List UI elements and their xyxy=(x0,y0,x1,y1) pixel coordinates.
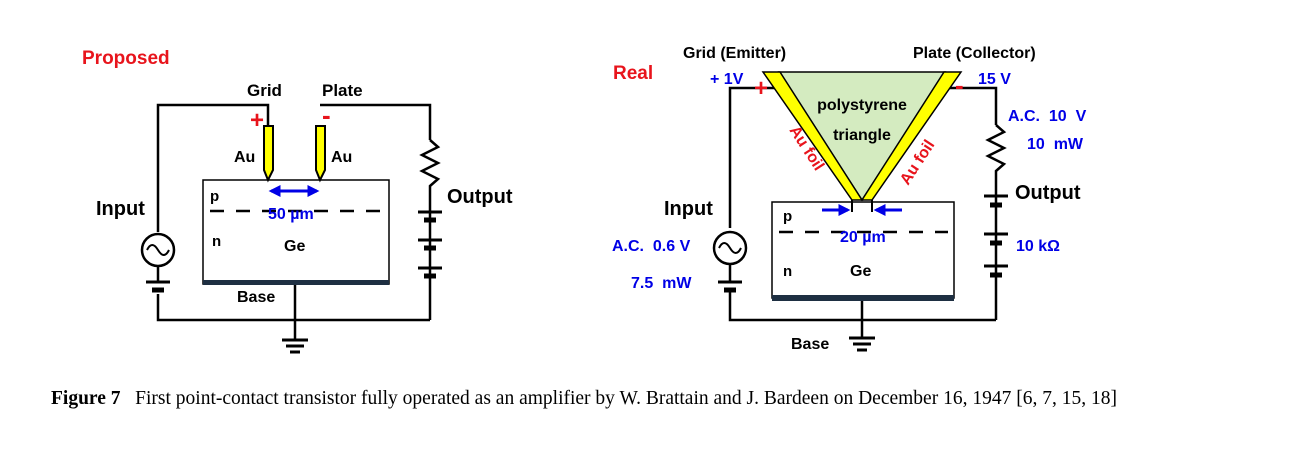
base-plate xyxy=(203,280,389,285)
au-right-label: Au xyxy=(331,149,352,166)
minus-sign: - xyxy=(955,70,964,100)
p-label: p xyxy=(210,188,219,205)
real-title: Real xyxy=(613,63,653,84)
plus-sign: + xyxy=(250,107,264,134)
grid-label: Grid xyxy=(247,81,282,100)
plate-probe xyxy=(315,125,326,183)
real-circuit: Real Grid (Emitter) Plate (Collector) + … xyxy=(612,45,1087,353)
transistor-diagram: Proposed Grid Plate + - Au Au p n 50 µm … xyxy=(82,45,1087,354)
input-wire xyxy=(728,86,779,228)
n-label: n xyxy=(783,263,792,280)
input-power: 7.5 mW xyxy=(631,275,692,292)
base-plate xyxy=(772,295,954,301)
bottom-wire xyxy=(156,294,430,322)
grid-voltage: + 1V xyxy=(710,71,744,88)
gap-label: 20 µm xyxy=(840,229,886,246)
germanium-block xyxy=(771,201,955,299)
output-label: Output xyxy=(447,186,513,208)
ac-source-symbol xyxy=(140,232,176,293)
base-label: Base xyxy=(791,336,829,353)
n-label: n xyxy=(212,233,221,250)
figure-caption: Figure 7 First point-contact transistor … xyxy=(51,386,1281,412)
grid-emitter-label: Grid (Emitter) xyxy=(683,45,786,62)
minus-sign: - xyxy=(322,100,331,130)
proposed-title: Proposed xyxy=(82,48,170,69)
ge-label: Ge xyxy=(850,263,871,280)
resistance-label: 10 kΩ xyxy=(1016,238,1060,255)
ac-source-symbol xyxy=(712,230,748,293)
proposed-circuit: Proposed Grid Plate + - Au Au p n 50 µm … xyxy=(82,48,513,354)
triangle-label-1: polystyrene xyxy=(817,97,907,114)
ground-symbol xyxy=(849,336,875,352)
plate-collector-label: Plate (Collector) xyxy=(913,45,1036,62)
grid-probe xyxy=(263,125,274,183)
au-left-label: Au xyxy=(234,149,255,166)
triangle-label-2: triangle xyxy=(833,127,891,144)
resistor-symbol xyxy=(419,139,441,196)
figure-label: Figure 7 xyxy=(51,388,121,409)
ge-label: Ge xyxy=(284,238,305,255)
input-label: Input xyxy=(96,198,145,220)
ac-output-voltage: A.C. 10 V xyxy=(1008,108,1087,125)
plate-voltage: 15 V xyxy=(978,71,1011,88)
resistor-symbol xyxy=(985,124,1007,180)
ground-symbol xyxy=(282,338,308,354)
germanium-block xyxy=(202,179,390,285)
figure-caption-text: First point-contact transistor fully ope… xyxy=(135,388,1117,409)
input-label: Input xyxy=(664,198,713,220)
ac-input-voltage: A.C. 0.6 V xyxy=(612,238,691,255)
output-wire xyxy=(320,103,432,140)
bottom-wire xyxy=(728,292,996,322)
output-label: Output xyxy=(1015,182,1081,204)
gap-label: 50 µm xyxy=(268,206,314,223)
battery-stack xyxy=(984,180,1008,286)
plate-label: Plate xyxy=(322,81,363,100)
p-label: p xyxy=(783,208,792,225)
base-label: Base xyxy=(237,289,275,306)
battery-stack xyxy=(418,196,442,290)
output-wire xyxy=(945,86,998,125)
plus-sign: + xyxy=(754,75,768,102)
output-power: 10 mW xyxy=(1027,136,1084,153)
